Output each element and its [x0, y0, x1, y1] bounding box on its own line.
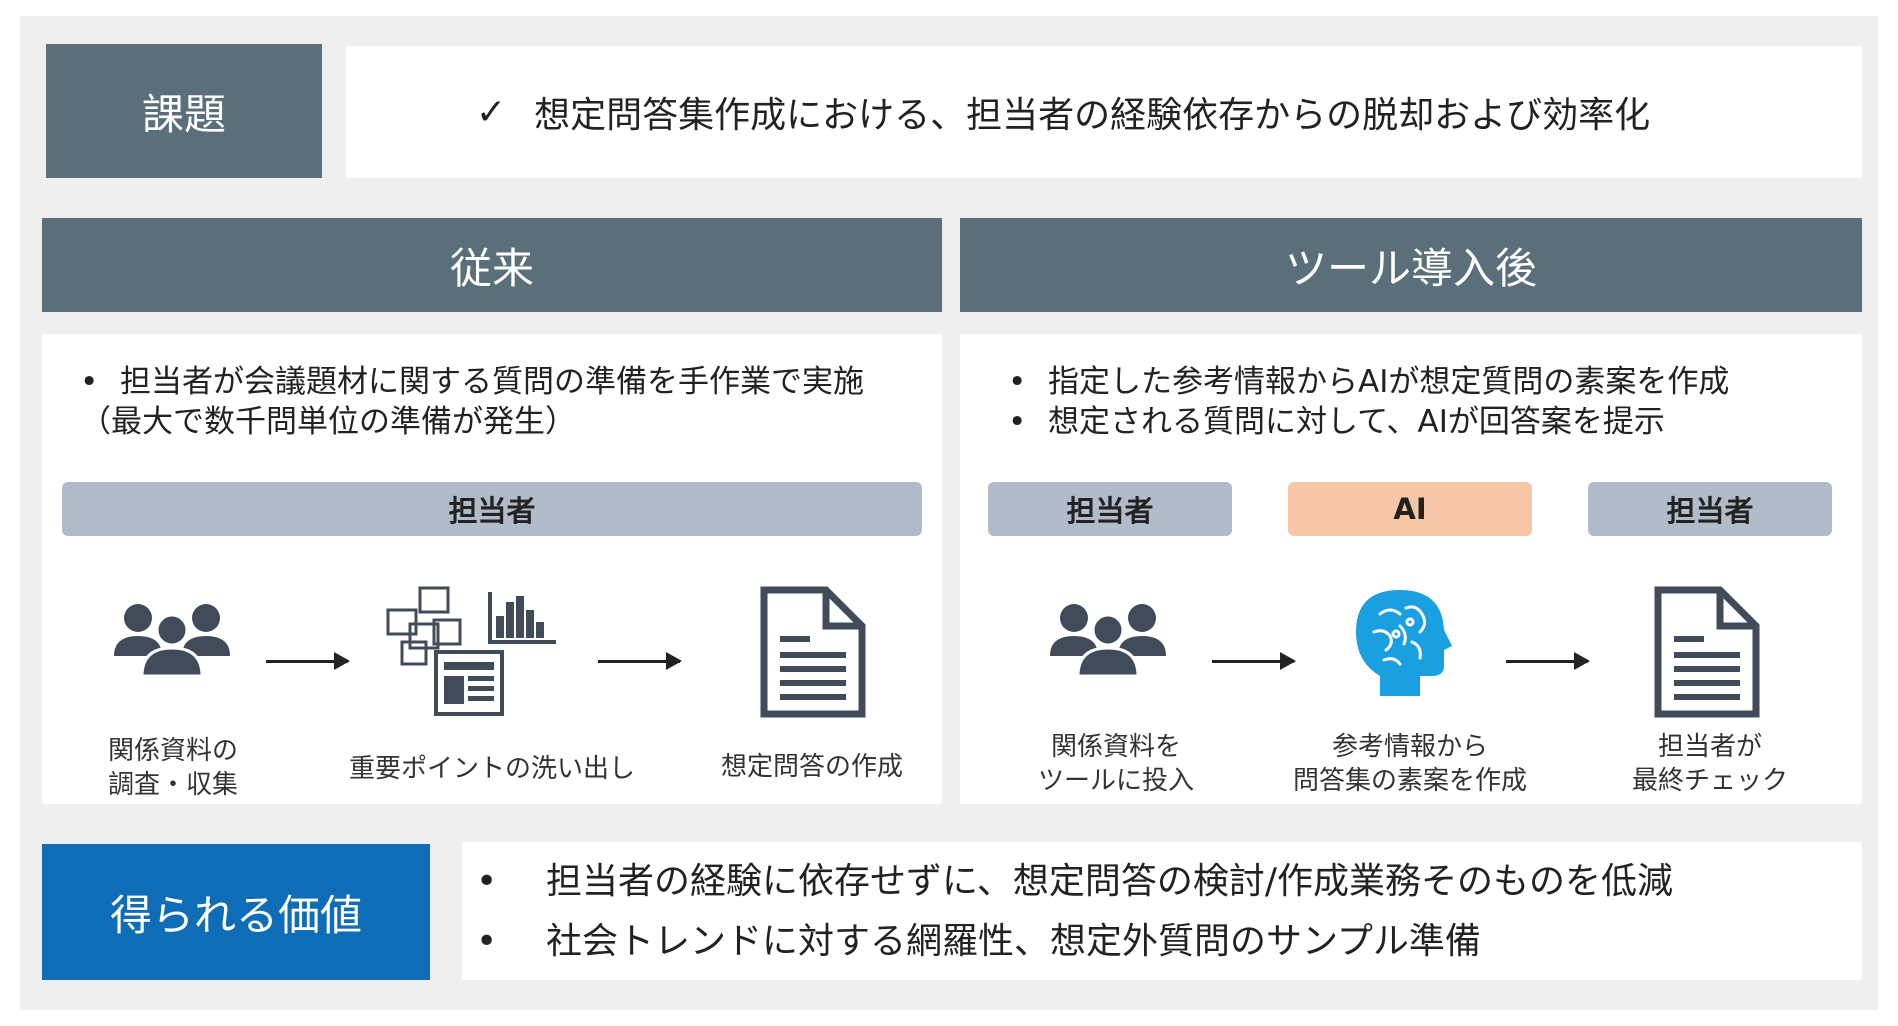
document-icon — [760, 586, 866, 718]
check-icon: ✓ — [476, 91, 507, 133]
after-bullet-1-text: 指定した参考情報からAIが想定質問の素案を作成 — [1048, 364, 1730, 400]
people-icon — [1050, 604, 1166, 678]
value-bullet-1: • 担当者の経験に依存せずに、想定問答の検討/作成業務そのものを低減 — [476, 852, 1673, 912]
after-step3-line2: 最終チェック — [1631, 766, 1788, 796]
after-step1-line2: ツールに投入 — [1037, 766, 1194, 796]
after-step1-line1: 関係資料を — [1050, 732, 1181, 762]
ai-brain-icon — [1356, 590, 1452, 696]
before-bullet-1-text: 担当者が会議題材に関する質問の準備を手作業で実施 — [120, 364, 864, 400]
before-actor-bar: 担当者 — [62, 482, 922, 536]
after-actor-1-label: 担当者 — [1066, 494, 1154, 528]
after-bullets: • 指定した参考情報からAIが想定質問の素案を作成 • 想定される質問に対して、AI… — [1008, 362, 1729, 442]
after-bullet-2-text: 想定される質問に対して、AIが回答案を提示 — [1048, 404, 1665, 440]
after-panel: • 指定した参考情報からAIが想定質問の素案を作成 • 想定される質問に対して、AI… — [960, 334, 1862, 804]
value-bullets: • 担当者の経験に依存せずに、想定問答の検討/作成業務そのものを低減 • 社会トレン… — [476, 852, 1673, 972]
after-step3-line1: 担当者が — [1657, 732, 1762, 762]
value-label-text: 得られる価値 — [109, 890, 362, 940]
after-actor-bar-ai: AI — [1288, 482, 1532, 536]
after-heading: ツール導入後 — [960, 218, 1862, 312]
before-step1-line2: 調査・収集 — [107, 770, 238, 800]
bullet-mark: • — [1008, 404, 1027, 440]
after-step3-caption: 担当者が 最終チェック — [1600, 730, 1820, 798]
arrow-icon — [1506, 652, 1590, 670]
before-bullet-1: • 担当者が会議題材に関する質問の準備を手作業で実施 — [80, 362, 864, 402]
before-step1-caption: 関係資料の 調査・収集 — [98, 734, 248, 802]
slide-frame: 課題 ✓ 想定問答集作成における、担当者の経験依存からの脱却および効率化 従来 … — [20, 16, 1878, 1010]
before-heading: 従来 — [42, 218, 942, 312]
after-step2-line2: 問答集の素案を作成 — [1292, 766, 1527, 796]
after-actor-bar-1: 担当者 — [988, 482, 1232, 536]
after-bullet-2: • 想定される質問に対して、AIが回答案を提示 — [1008, 402, 1729, 442]
issue-text: 想定問答集作成における、担当者の経験依存からの脱却および効率化 — [534, 95, 1651, 136]
analysis-icon — [386, 586, 556, 716]
value-label: 得られる価値 — [42, 844, 430, 980]
after-step1-caption: 関係資料を ツールに投入 — [1016, 730, 1216, 798]
people-icon — [114, 604, 230, 678]
after-actor-3-label: 担当者 — [1666, 494, 1754, 528]
before-bullet-1-cont: （最大で数千問単位の準備が発生） — [80, 404, 576, 440]
bullet-mark: • — [1008, 364, 1027, 400]
document-icon — [1654, 586, 1760, 718]
arrow-icon — [1212, 652, 1296, 670]
before-heading-text: 従来 — [449, 243, 534, 293]
before-step1-line1: 関係資料の — [107, 736, 238, 766]
bullet-mark: • — [80, 364, 99, 400]
issue-label-text: 課題 — [141, 89, 226, 139]
after-heading-text: ツール導入後 — [1284, 243, 1537, 293]
before-bullets: • 担当者が会議題材に関する質問の準備を手作業で実施 （最大で数千問単位の準備が発… — [80, 362, 864, 442]
issue-box: ✓ 想定問答集作成における、担当者の経験依存からの脱却および効率化 — [346, 46, 1862, 178]
issue-label: 課題 — [46, 44, 322, 178]
bullet-mark: • — [476, 921, 498, 962]
before-actor-label: 担当者 — [448, 494, 536, 528]
value-bullet-1-text: 担当者の経験に依存せずに、想定問答の検討/作成業務そのものを低減 — [546, 861, 1674, 902]
before-step2-caption: 重要ポイントの洗い出し — [348, 754, 635, 784]
after-step2-line1: 参考情報から — [1331, 732, 1488, 762]
after-actor-2-label: AI — [1393, 492, 1427, 526]
after-actor-bar-3: 担当者 — [1588, 482, 1832, 536]
value-box: • 担当者の経験に依存せずに、想定問答の検討/作成業務そのものを低減 • 社会トレン… — [462, 842, 1862, 980]
arrow-icon — [266, 652, 350, 670]
before-step3-caption: 想定問答の作成 — [720, 752, 903, 782]
bullet-mark: • — [476, 861, 498, 902]
after-step2-caption: 参考情報から 問答集の素案を作成 — [1270, 730, 1550, 798]
value-bullet-2-text: 社会トレンドに対する網羅性、想定外質問のサンプル準備 — [546, 921, 1481, 962]
after-bullet-1: • 指定した参考情報からAIが想定質問の素案を作成 — [1008, 362, 1729, 402]
value-bullet-2: • 社会トレンドに対する網羅性、想定外質問のサンプル準備 — [476, 912, 1673, 972]
arrow-icon — [598, 652, 682, 670]
before-panel: • 担当者が会議題材に関する質問の準備を手作業で実施 （最大で数千問単位の準備が発… — [42, 334, 942, 804]
